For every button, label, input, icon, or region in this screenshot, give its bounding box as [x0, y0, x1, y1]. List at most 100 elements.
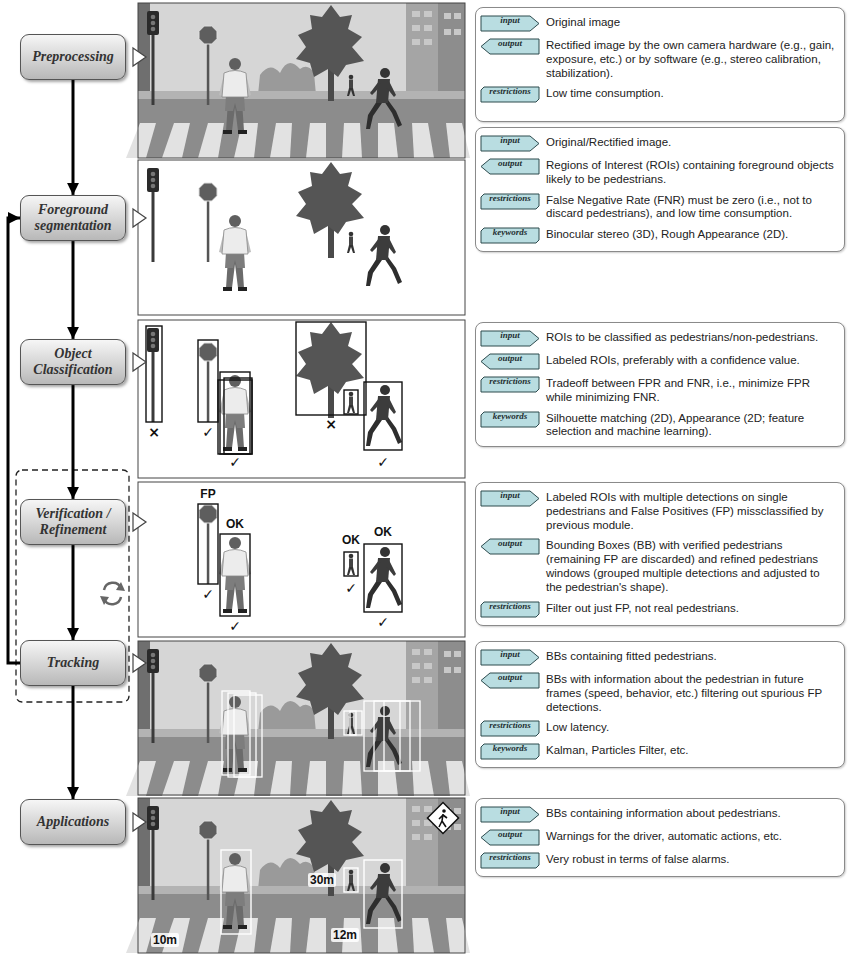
tag-label: restrictions	[480, 852, 540, 869]
tag-label: restrictions	[480, 720, 540, 737]
tag-fill	[481, 807, 539, 822]
flow-arrow	[72, 385, 75, 499]
tag-fill	[481, 331, 539, 346]
description: ROIs to be classified as pedestrians/non…	[546, 330, 838, 345]
tag-fill	[481, 853, 539, 868]
tag-fill	[481, 650, 539, 665]
tag-shape: input	[480, 15, 540, 32]
distance-label: 10m	[151, 933, 179, 947]
tag-label: restrictions	[480, 601, 540, 618]
tag-fill	[481, 721, 539, 736]
tag-shape: restrictions	[480, 720, 540, 737]
info-row: inputOriginal image	[480, 15, 842, 32]
description: Rectified image by the own camera hardwa…	[546, 38, 838, 80]
info-row: output BBs with information about the ped…	[480, 672, 842, 714]
stage-box: Verification / Refinement	[20, 499, 126, 545]
tag-label: output	[480, 158, 540, 175]
info-row: keywordsBinocular stereo (3D), Rough App…	[480, 227, 842, 244]
segmentation-image	[138, 160, 465, 315]
classification-image	[138, 320, 465, 478]
tag-fill	[481, 194, 539, 209]
description: Tradeoff between FPR and FNR, i.e., mini…	[546, 376, 838, 405]
scene-photo	[126, 3, 470, 158]
check-mark: ✓	[377, 614, 389, 630]
tag-shape: output	[480, 829, 540, 846]
stage-label: Applications	[37, 814, 109, 830]
stage-box: Tracking	[20, 640, 126, 686]
info-row: input ROIs to be classified as pedestrian…	[480, 330, 842, 347]
tag-fill	[481, 16, 539, 31]
tag-label: output	[480, 353, 540, 370]
tag-label: keywords	[480, 411, 540, 428]
tracking-image	[126, 641, 470, 796]
tag-fill	[481, 830, 539, 845]
tag-fill	[481, 491, 539, 506]
info-row: restrictions Tradeoff between FPR and FNR…	[480, 376, 842, 405]
tag-shape: input	[480, 330, 540, 347]
status-label: OK	[374, 525, 392, 539]
warning-sign	[427, 802, 458, 833]
tag-label: input	[480, 15, 540, 32]
application-image	[126, 798, 470, 953]
description: Low time consumption.	[546, 86, 838, 101]
distance-label: 12m	[331, 928, 359, 942]
check-mark: ✓	[229, 618, 241, 634]
stage-label: Verification / Refinement	[25, 506, 121, 538]
tag-shape: input	[480, 135, 540, 152]
tag-label: input	[480, 490, 540, 507]
tag-label: restrictions	[480, 193, 540, 210]
description: Bounding Boxes (BB) with verified pedest…	[546, 538, 838, 594]
stage-box: Foreground segmentation	[20, 195, 126, 241]
tag-shape: keywords	[480, 411, 540, 428]
tag-shape: restrictions	[480, 193, 540, 210]
loop-icon	[100, 582, 125, 605]
tag-label: keywords	[480, 743, 540, 760]
description: BBs with information about the pedestria…	[546, 672, 838, 714]
tag-label: input	[480, 330, 540, 347]
status-label: FP	[200, 487, 215, 501]
tag-fill	[481, 39, 539, 54]
info-row: inputLabeled ROIs with multiple detectio…	[480, 490, 842, 532]
check-mark: ×	[148, 424, 160, 440]
info-row: output Warnings for the driver, automatic…	[480, 829, 842, 846]
tag-label: restrictions	[480, 376, 540, 393]
check-mark: ✓	[202, 424, 214, 440]
description: Low latency.	[546, 720, 838, 735]
description: Filter out just FP, not real pedestrians…	[546, 601, 838, 616]
tag-label: output	[480, 38, 540, 55]
stage-label: Object Classification	[25, 346, 121, 378]
info-row: keywordsKalman, Particles Filter, etc.	[480, 743, 842, 760]
info-row: output Labeled ROIs, preferably with a co…	[480, 353, 842, 370]
tag-label: output	[480, 829, 540, 846]
verification-image	[138, 482, 465, 637]
description: Original/Rectified image.	[546, 135, 838, 150]
status-label: OK	[342, 533, 360, 547]
description: Silhouette matching (2D), Appearance (2D…	[546, 411, 838, 440]
tag-fill	[481, 354, 539, 369]
check-mark: ✓	[345, 580, 357, 596]
info-row: output Bounding Boxes (BB) with verified …	[480, 538, 842, 594]
info-row: inputBBs containing information about pe…	[480, 806, 842, 823]
tag-fill	[481, 136, 539, 151]
tag-shape: input	[480, 649, 540, 666]
description: BBs containing fitted pedestrians.	[546, 649, 838, 664]
description: Warnings for the driver, automatic actio…	[546, 829, 838, 844]
stage-label: Tracking	[47, 655, 99, 671]
info-row: restrictions Filter out just FP, not real…	[480, 601, 842, 618]
tag-shape: keywords	[480, 227, 540, 244]
tag-label: input	[480, 649, 540, 666]
tag-shape: output	[480, 158, 540, 175]
tag-fill	[481, 87, 539, 102]
stage-box: Preprocessing	[20, 34, 126, 80]
group-bracket	[16, 470, 129, 702]
info-row: input Original/Rectified image.	[480, 135, 842, 152]
description: Labeled ROIs, preferably with a confiden…	[546, 353, 838, 368]
info-row: restrictionsVery robust in terms of fals…	[480, 852, 842, 869]
tag-label: output	[480, 538, 540, 555]
info-row: restrictionsLow time consumption.	[480, 86, 842, 103]
distance-label: 30m	[308, 873, 336, 887]
tag-shape: output	[480, 672, 540, 689]
flow-arrow	[72, 686, 75, 799]
tag-shape: input	[480, 490, 540, 507]
